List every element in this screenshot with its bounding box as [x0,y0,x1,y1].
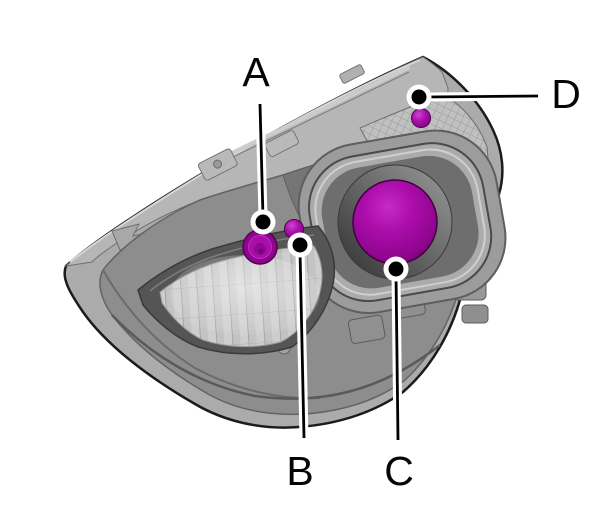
callout-d-group: D [406,71,581,117]
flange-tab [197,148,238,181]
callout-dot [292,237,308,253]
bottom-crease [102,269,321,400]
bulb-a-highlight [242,229,278,265]
flange-tab [264,130,299,157]
reflector-sheen [170,255,320,335]
callout-label-a: A [242,49,270,95]
bottom-crease [111,314,441,400]
callout-dot [388,261,404,277]
callout-dot [255,214,271,230]
callout-a-group: A [242,49,276,235]
mounting-bracket [461,304,489,324]
leader-line [258,103,265,218]
leader-line [298,249,306,439]
bulb-d-highlight [411,108,431,128]
callout-label-b: B [286,448,313,494]
callout-label-d: D [551,71,581,117]
cavity-rim [149,234,315,292]
flange-notch [339,64,365,84]
callout-label-c: C [384,448,414,494]
callout-b-group: B [286,232,314,494]
bulb-c-highlight [352,179,438,265]
reflector-cavity [137,225,336,355]
callout-dot [411,89,427,105]
leader-line [426,94,539,99]
callout-c-group: C [383,256,414,494]
leader-line [394,273,400,441]
